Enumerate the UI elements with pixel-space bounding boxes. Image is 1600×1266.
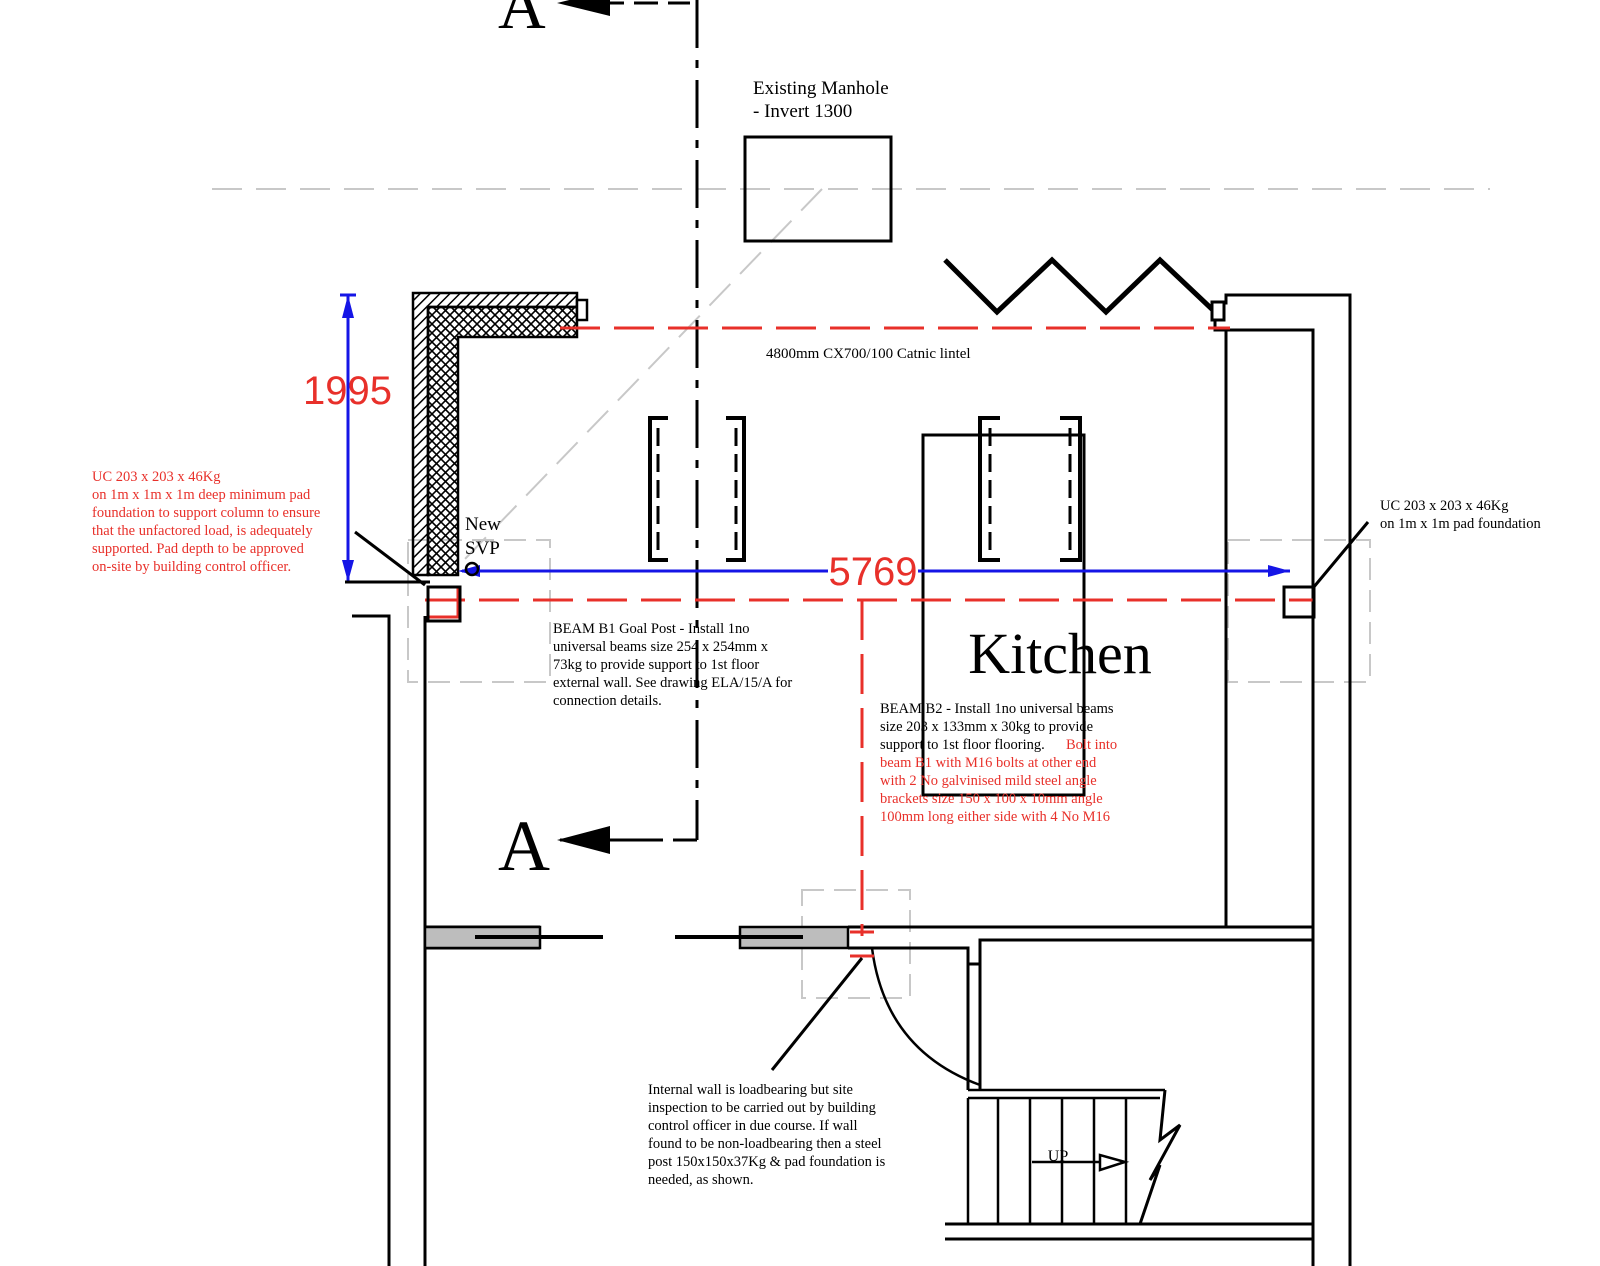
section-letter-bottom: A (498, 806, 550, 886)
svg-text:foundation to support column t: foundation to support column to ensure (92, 505, 320, 521)
room-label-kitchen: Kitchen (968, 621, 1152, 686)
dimension-horizontal: 5769 (829, 550, 918, 594)
dim-arrow-right (1268, 565, 1290, 577)
svg-text:that the unfactored load, is a: that the unfactored load, is adequately (92, 523, 313, 539)
section-letter-top: A (498, 0, 546, 43)
svg-text:external wall. See drawing ELA: external wall. See drawing ELA/15/A for (553, 675, 792, 691)
svg-text:on-site by building control of: on-site by building control officer. (92, 559, 291, 575)
right-walls (1210, 293, 1352, 1266)
svg-text:size 203 x 133mm x 30kg to pro: size 203 x 133mm x 30kg to provide (880, 719, 1093, 735)
zigzag-line (943, 256, 1217, 316)
svg-text:BEAM B2 - Install 1no universa: BEAM B2 - Install 1no universal beams (880, 701, 1114, 717)
staircase (966, 1088, 1182, 1225)
svg-text:post 150x150x37Kg & pad founda: post 150x150x37Kg & pad foundation is (648, 1154, 886, 1170)
column-note-left: UC 203 x 203 x 46Kg on 1m x 1m x 1m deep… (92, 469, 320, 575)
dim-arrow-up (342, 295, 354, 318)
svg-text:supported. Pad depth to be app: supported. Pad depth to be approved (92, 541, 305, 557)
svg-text:control officer in due course.: control officer in due course. If wall (648, 1118, 858, 1134)
stair-arrow (1098, 1153, 1130, 1172)
manhole-box (743, 135, 893, 243)
svg-text:beam B1 with M16 bolts at othe: beam B1 with M16 bolts at other end (880, 755, 1097, 771)
svp-label-line1: New (465, 514, 501, 535)
section-arrow-bottom (557, 826, 610, 854)
svg-text:with 2 No galvinised mild stee: with 2 No galvinised mild steel angle (880, 773, 1097, 789)
door-swing (870, 947, 981, 1087)
column-note-right: UC 203 x 203 x 46Kg on 1m x 1m pad found… (1380, 498, 1541, 532)
svg-text:support to 1st floor flooring.: support to 1st floor flooring. (880, 737, 1045, 753)
svg-text:found to be non-loadbearing th: found to be non-loadbearing then a steel (648, 1136, 882, 1152)
dim-arrow-down (342, 560, 354, 582)
svp-label-line2: SVP (465, 538, 500, 559)
door-jambs (423, 925, 850, 950)
beam-b2-note: BEAM B2 - Install 1no universal beams si… (880, 701, 1117, 825)
svg-text:universal beams size 254 x 254: universal beams size 254 x 254mm x (553, 639, 769, 655)
svg-text:73kg to provide support to 1st: 73kg to provide support to 1st floor (553, 657, 759, 673)
leader-lines (354, 521, 1370, 1071)
left-walls (352, 614, 427, 1266)
svg-text:UC 203 x 203 x 46Kg: UC 203 x 203 x 46Kg (92, 469, 221, 485)
svg-text:on 1m x 1m pad foundation: on 1m x 1m pad foundation (1380, 516, 1541, 532)
svg-text:UC 203 x 203 x 46Kg: UC 203 x 203 x 46Kg (1380, 498, 1509, 514)
column-boxes-black (426, 585, 1316, 623)
svg-text:connection details.: connection details. (553, 693, 662, 709)
svg-text:inspection to be carried out b: inspection to be carried out by building (648, 1100, 876, 1116)
manhole-label-line1: Existing Manhole (753, 78, 889, 99)
window-rectangles (648, 416, 1086, 797)
svg-text:BEAM B1 Goal Post - Install 1n: BEAM B1 Goal Post - Install 1no (553, 621, 750, 637)
svg-text:100mm long either side with 4: 100mm long either side with 4 No M16 (880, 809, 1110, 825)
svg-text:brackets size 150 x 100 x 10mm: brackets size 150 x 100 x 10mm angle (880, 791, 1103, 807)
lintel-label: 4800mm CX700/100 Catnic lintel (766, 346, 971, 362)
section-line-a-a (560, 0, 699, 842)
svg-text:Internal wall is loadbearing b: Internal wall is loadbearing but site (648, 1082, 853, 1098)
grey-guide-lines (212, 188, 1490, 999)
svg-text:Bolt into: Bolt into (1066, 737, 1117, 753)
internal-wall (425, 925, 1313, 1241)
manhole-label-line2: - Invert 1300 (753, 101, 852, 122)
dimension-vertical: 1995 (303, 369, 392, 413)
dimension-lines (340, 293, 1290, 582)
stair-label: UP (1048, 1148, 1069, 1165)
svg-text:needed, as shown.: needed, as shown. (648, 1172, 754, 1188)
section-arrow-top (557, 0, 610, 16)
internal-wall-note: Internal wall is loadbearing but site in… (648, 1082, 886, 1188)
beam-b1-note: BEAM B1 Goal Post - Install 1no universa… (553, 621, 792, 709)
svp-pipe-symbol (464, 561, 480, 577)
svg-text:on 1m x 1m x 1m deep minimum p: on 1m x 1m x 1m deep minimum pad (92, 487, 311, 503)
